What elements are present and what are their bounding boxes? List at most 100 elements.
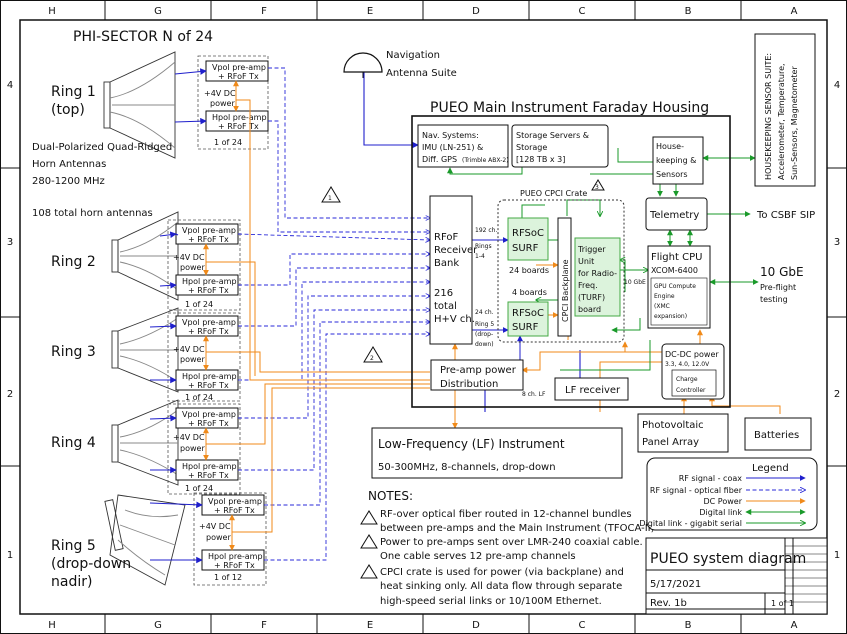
dcdc-line1: DC-DC power [665, 350, 719, 359]
lf-receiver-box [554, 377, 629, 401]
charge-controller-box [671, 369, 717, 397]
notes-body: RF-over optical fiber routed in 12-chann… [360, 509, 655, 607]
ring1-sublabel: (top) [51, 102, 85, 118]
note3b: heat sinking only. All data flow through… [380, 581, 622, 592]
trigger-line6: board [578, 305, 601, 314]
dc-label2: power [180, 263, 205, 272]
legend-title: Legend [752, 463, 789, 474]
flight-cpu-line2: XCOM-6400 [651, 266, 698, 275]
housekeeping-suite-box [754, 33, 816, 187]
gpu-line1: GPU Compute [654, 283, 696, 290]
rings-a-line1: 192 ch. [475, 227, 497, 234]
rfof-label: + RFoF Tx [188, 327, 229, 336]
csbf-label: To CSBF SIP [756, 210, 815, 221]
note-1-icon [360, 510, 378, 525]
vpol-label: Vpol pre-amp [208, 497, 262, 506]
charge-line1: Charge [676, 376, 698, 383]
legend-power: DC Power [704, 497, 743, 506]
dc-label: +4V DC [204, 89, 236, 98]
col-label-top: G [154, 6, 162, 17]
col-label-top: H [48, 6, 56, 17]
col-label-bottom: B [685, 620, 692, 631]
cpci-crate [497, 199, 625, 343]
vpol-label: Vpol pre-amp [182, 226, 236, 235]
col-label-top: D [472, 6, 480, 17]
nav-systems-line3: Diff. GPS [422, 155, 457, 164]
dc-label2: power [210, 99, 235, 108]
frame-row-labels: 4 3 2 1 4 3 2 1 [7, 80, 840, 561]
dc-label: +4V DC [173, 433, 205, 442]
col-label-bottom: D [472, 620, 480, 631]
dc-label2: power [180, 444, 205, 453]
receiver-line3: Bank [434, 258, 459, 269]
col-label-bottom: F [261, 620, 267, 631]
note-num-1: 1 [328, 195, 332, 202]
col-label-bottom: A [791, 620, 798, 631]
legend-swatches [745, 475, 806, 523]
vpol-label: Vpol pre-amp [212, 63, 266, 72]
rings-a-line2: Rings [475, 243, 492, 250]
rfsoc-b-count: 4 boards [512, 288, 547, 297]
pv-line2: Panel Array [642, 437, 699, 448]
receiver-line1: RFoF [434, 232, 458, 243]
count-label: 1 of 24 [214, 138, 242, 147]
note-3-icon [360, 564, 378, 579]
gbe-big-label: 10 GbE [760, 265, 804, 279]
col-label-top: E [367, 6, 373, 17]
rfof-label: + RFoF Tx [218, 72, 259, 81]
nav-systems-line1: Nav. Systems: [422, 131, 479, 140]
title-block-title: PUEO system diagram [650, 551, 806, 567]
rfof-label: + RFoF Tx [188, 286, 229, 295]
rings-a-line3: 1-4 [475, 253, 485, 260]
trigger-line5: (TURF) [578, 293, 605, 302]
nav-systems-box [417, 124, 509, 168]
housekeeping-suite-line3: Sun-Sensors, Magnetometer [790, 66, 799, 180]
rfsoc-b-line1: RFSoC [512, 308, 544, 319]
note-num-2: 2 [370, 355, 374, 362]
flight-cpu-line1: Flight CPU [651, 252, 702, 263]
hpol-label: Hpol pre-amp [182, 462, 237, 471]
title-block-date: 5/17/2021 [650, 579, 701, 590]
ring2-label: Ring 2 [51, 254, 96, 270]
rfof-label: + RFoF Tx [214, 561, 255, 570]
count-label: 1 of 24 [185, 300, 213, 309]
note2b: One cable serves 12 pre-amp channels [380, 551, 576, 562]
rfsoc-surf-a [507, 217, 549, 261]
horn-desc-line1: Dual-Polarized Quad-Ridged [32, 142, 172, 153]
legend-digital: Digital link [699, 508, 742, 517]
notes-title: NOTES: [368, 489, 413, 503]
frame-col-labels: H G F E D C B A H G F E D C B A [48, 6, 797, 631]
lf-instrument-sub: 50-300MHz, 8-channels, drop-down [378, 462, 556, 473]
lf-channels-label: 8 ch. LF [522, 391, 546, 398]
col-label-top: A [791, 6, 798, 17]
receiver-bank-box [429, 195, 473, 345]
hpol-label: Hpol pre-amp [208, 552, 263, 561]
lf-receiver-label: LF receiver [565, 385, 621, 396]
row-label-left: 1 [7, 550, 13, 561]
count-label: 1 of 12 [214, 573, 242, 582]
rfof-label: + RFoF Tx [214, 506, 255, 515]
dcdc-line2: 3.3, 4.0, 12.0V [665, 361, 710, 368]
ring4-label: Ring 4 [51, 435, 96, 451]
rings-b-line2: Ring 5 [475, 321, 494, 328]
preflight-line1: Pre-flight [760, 283, 796, 292]
batteries-box [744, 417, 812, 451]
nav-antenna-line2: Antenna Suite [386, 68, 457, 79]
lf-instrument-title: Low-Frequency (LF) Instrument [378, 437, 565, 451]
rfsoc-a-count: 24 boards [509, 266, 549, 275]
storage-box [511, 124, 609, 168]
housekeeping-line2: keeping & [656, 156, 696, 165]
legend-fiber: RF signal - optical fiber [650, 486, 743, 495]
rfof-label: + RFoF Tx [188, 471, 229, 480]
gpu-engine-box [650, 277, 708, 326]
preamp-distribution-box [430, 359, 524, 391]
col-label-bottom: C [579, 620, 586, 631]
rings-b-line4: down) [475, 341, 494, 348]
horn-antennas [103, 51, 186, 586]
gpu-line2: Engine [654, 293, 675, 300]
preamp-dist-line2: Distribution [440, 379, 498, 390]
storage-line2: Storage [516, 143, 547, 152]
trigger-line2: Unit [578, 257, 594, 266]
backplane-label: CPCI Backplane [561, 259, 570, 322]
rfsoc-b-line2: SURF [512, 322, 539, 333]
